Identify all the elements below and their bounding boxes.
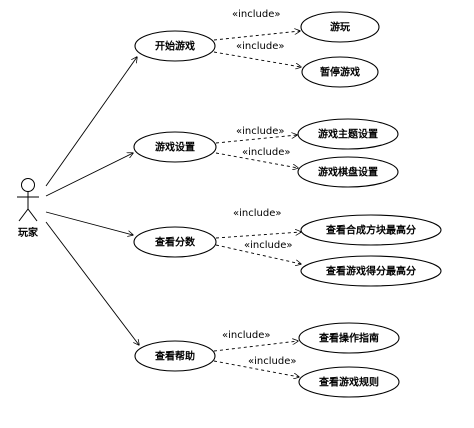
use-case-view-game-high: 查看游戏得分最高分 — [300, 255, 442, 287]
include-label-guide: «include» — [222, 330, 270, 341]
include-label-board: «include» — [242, 147, 290, 158]
use-case-view-guide-label: 查看操作指南 — [318, 332, 379, 345]
use-case-theme-settings: 游戏主题设置 — [297, 118, 399, 150]
include-start-play — [213, 31, 300, 41]
include-label-pause: «include» — [236, 41, 284, 52]
include-score-merge — [215, 232, 301, 239]
use-case-view-merge-high-label: 查看合成方块最高分 — [325, 224, 416, 237]
association-view-help — [45, 221, 139, 345]
use-case-game-settings: 游戏设置 — [133, 131, 217, 163]
actor-right-leg — [27, 208, 38, 222]
association-start-game — [45, 57, 137, 187]
use-case-view-game-high-label: 查看游戏得分最高分 — [325, 265, 416, 278]
use-case-view-guide: 查看操作指南 — [298, 322, 400, 354]
include-settings-theme — [215, 135, 297, 144]
use-case-board-settings: 游戏棋盘设置 — [297, 156, 399, 188]
include-score-game — [215, 244, 301, 264]
actor-head — [21, 178, 35, 192]
include-label-merge: «include» — [233, 208, 281, 219]
association-view-score — [45, 211, 133, 235]
use-case-game-settings-label: 游戏设置 — [155, 141, 195, 154]
include-label-rules: «include» — [248, 356, 296, 367]
use-case-start-game: 开始游戏 — [134, 30, 216, 62]
use-case-view-help: 查看帮助 — [134, 340, 216, 372]
use-case-view-rules: 查看游戏规则 — [298, 366, 400, 398]
include-start-pause — [213, 51, 301, 67]
use-case-play-label: 游玩 — [330, 21, 350, 34]
include-label-play: «include» — [232, 9, 280, 20]
include-settings-board — [215, 152, 298, 168]
use-case-pause-game: 暂停游戏 — [301, 56, 379, 88]
use-case-theme-settings-label: 游戏主题设置 — [318, 128, 378, 141]
association-game-settings — [45, 153, 133, 197]
use-case-view-score-label: 查看分数 — [154, 236, 196, 249]
use-case-board-settings-label: 游戏棋盘设置 — [318, 166, 378, 179]
include-label-theme: «include» — [236, 126, 284, 137]
use-case-pause-game-label: 暂停游戏 — [320, 66, 360, 79]
include-label-game-high: «include» — [244, 240, 292, 251]
use-case-view-rules-label: 查看游戏规则 — [318, 376, 379, 389]
actor-label: 玩家 — [18, 226, 39, 239]
use-case-view-merge-high: 查看合成方块最高分 — [300, 214, 442, 246]
use-case-view-help-label: 查看帮助 — [154, 350, 195, 363]
actor-left-leg — [18, 208, 29, 222]
use-case-view-score: 查看分数 — [133, 226, 217, 258]
use-case-play: 游玩 — [300, 11, 380, 43]
use-case-start-game-label: 开始游戏 — [155, 40, 195, 53]
include-help-rules — [213, 360, 299, 377]
actor-player: 玩家 — [17, 178, 39, 239]
include-help-guide — [213, 341, 298, 352]
